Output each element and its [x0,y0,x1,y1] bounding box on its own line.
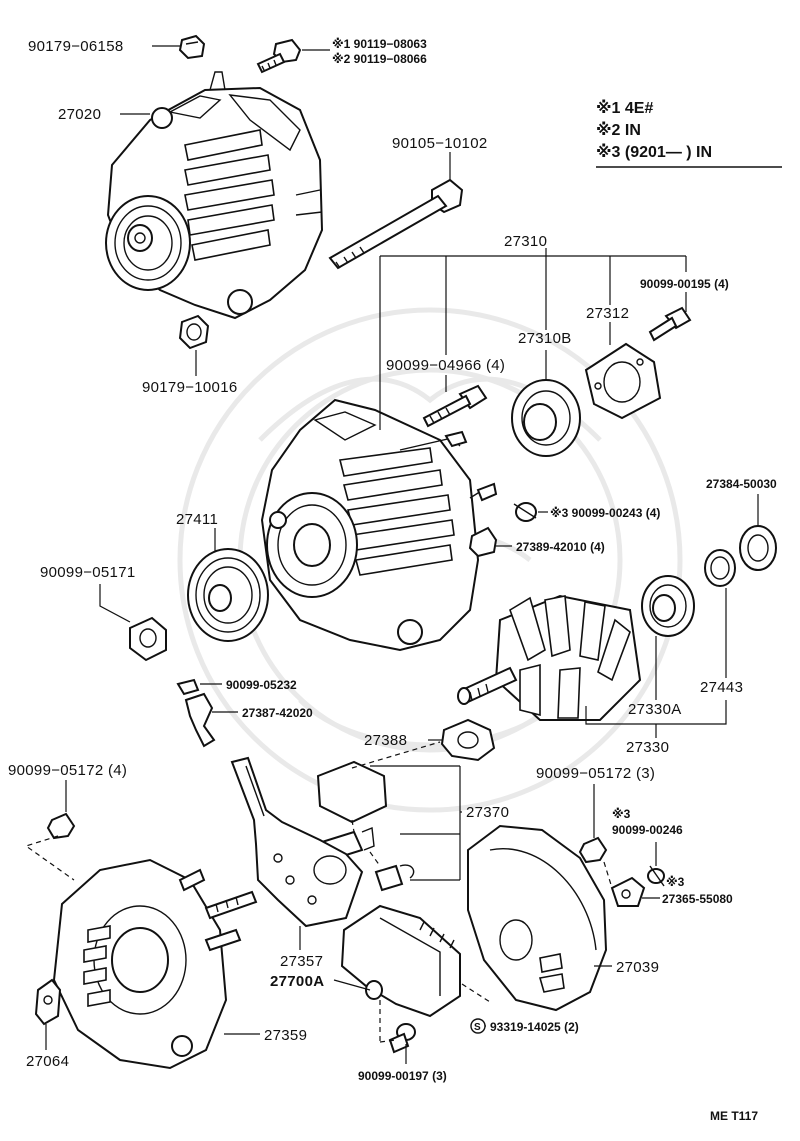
insulator-27388 [440,718,496,762]
rear-cover-27039 [467,824,608,1012]
svg-text:S: S [474,1022,481,1033]
alternator-assembly-27020 [105,71,324,320]
label-90099-05172-4: 90099−05172 (4) [8,762,127,779]
label-27310: 27310 [504,233,547,250]
label-27388: 27388 [364,732,407,749]
ring-27443 [704,549,736,587]
label-27357: 27357 [280,953,323,970]
nut-90179-06158 [178,34,206,60]
insulator-27389-42010 [468,526,498,558]
label-27700A: 27700A [270,973,324,990]
label-27365-mark: ※3 [666,875,685,889]
label-90099-05172-3: 90099−05172 (3) [536,765,655,782]
screw-90099-00246 [647,865,665,887]
drive-end-housing [260,398,498,652]
label-27310B: 27310B [518,330,572,347]
label-27359: 27359 [264,1027,307,1044]
cover-27384-50030 [739,525,777,571]
label-90099-04966: 90099−04966 (4) [386,357,505,374]
label-27384-50030: 27384-50030 [706,477,777,491]
plate-27365-55080 [610,876,646,907]
retainer-plate-27312 [584,342,662,420]
label-bolt-alt-1: ※1 90119−08063 [332,37,427,51]
nut-90179-10016 [178,314,210,350]
label-90099-00246-mark: ※3 [612,807,631,821]
label-27064: 27064 [26,1053,69,1070]
screw-90099-00197 [388,1023,416,1054]
label-27411: 27411 [176,511,218,528]
leader-lines [45,45,759,1064]
assembly-dashed-lines [24,741,613,1043]
regulator-27700A [340,904,461,1018]
bolt-90099-04966 [422,384,488,428]
terminal-bolt-27387-42020 [176,678,216,748]
gasket-27064 [34,978,62,1026]
label-bolt-alt-2: ※2 90119−08066 [332,52,427,66]
bearing-27330A [641,575,695,637]
rectifier-27357 [230,756,364,928]
label-90099-00197: 90099-00197 (3) [358,1069,447,1083]
screw-90099-00195 [648,306,692,342]
through-bolt-90105-10102 [328,178,464,270]
label-footer-code: ME T117 [710,1109,758,1123]
legend-row-3: ※3 (9201— ) IN [596,143,712,161]
label-27330: 27330 [626,739,669,756]
model-legend: ※1 4E# ※2 IN ※3 (9201— ) IN [596,99,782,168]
label-27370: 27370 [466,804,509,821]
label-27039: 27039 [616,959,659,976]
brush-holder-27370 [316,760,415,892]
bolt-90119-08063 [256,38,302,74]
rotor-27330 [457,594,642,721]
legend-row-2: ※2 IN [596,121,641,139]
label-27312: 27312 [586,305,629,322]
label-90179-06158: 90179−06158 [28,38,123,55]
label-27020: 27020 [58,106,101,123]
label-90099-00246: 90099-00246 [612,823,683,837]
label-93319-14025: 93319-14025 (2) [490,1020,579,1034]
rear-frame-27359 [52,858,258,1070]
label-27443: 27443 [700,679,743,696]
label-90105-10102: 90105−10102 [392,135,487,152]
special-symbol-s: S [470,1018,486,1034]
label-90099-05171: 90099−05171 [40,564,135,581]
label-27330A: 27330A [628,701,682,718]
nut-90099-05172-right [578,836,608,864]
screw-90099-00243 [513,502,537,522]
nut-90099-05171 [129,616,167,662]
label-27387-42020: 27387-42020 [242,706,313,720]
label-90099-00243: ※3 90099-00243 (4) [550,506,660,520]
label-27389-42010: 27389-42010 (4) [516,540,605,554]
nut-90099-05172-left [46,812,76,840]
label-90179-10016: 90179−10016 [142,379,237,396]
bearing-27310B [511,379,581,457]
pulley-27411 [187,548,269,642]
label-27365-55080: 27365-55080 [662,892,733,906]
label-90099-05232: 90099-05232 [226,678,297,692]
legend-row-1: ※1 4E# [596,99,653,117]
label-90099-00195: 90099-00195 (4) [640,277,729,291]
part-labels: 90179−06158 ※1 90119−08063 ※2 90119−0806… [8,37,777,1123]
